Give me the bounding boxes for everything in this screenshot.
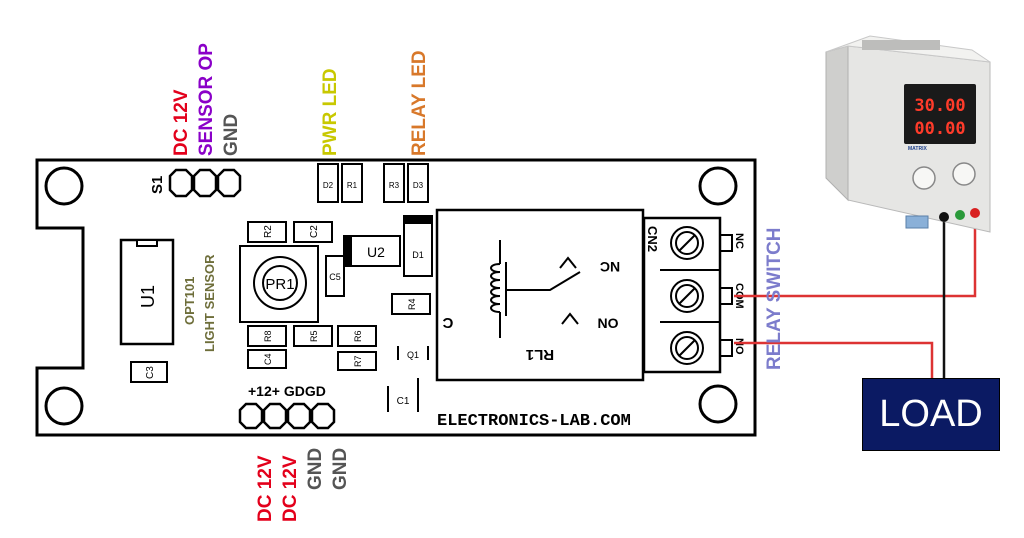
- relay-nc-label: NC: [600, 259, 620, 275]
- pr1-label: PR1: [265, 276, 294, 293]
- c4-outline: [247, 349, 287, 369]
- load-label: LOAD: [879, 393, 983, 435]
- r5-outline: [293, 325, 333, 347]
- psu-brand: MATRIX: [908, 146, 927, 152]
- opt101-label: OPT101: [182, 277, 197, 325]
- r3-outline: [383, 163, 405, 203]
- c3-label: C3: [145, 366, 156, 379]
- bottom-header-pins: [238, 402, 336, 430]
- c1-outline: [387, 378, 419, 412]
- pr1-outline: [239, 245, 319, 323]
- c1-label: C1: [397, 396, 410, 407]
- s1-pin3-label: GND: [221, 114, 242, 156]
- d3-label: D3: [413, 181, 424, 190]
- psu-knob-voltage: [952, 162, 976, 186]
- nc-arrow: [559, 256, 577, 269]
- bottom-pin1-label: DC 12V: [255, 455, 276, 522]
- bottom-pin4-label: GND: [330, 448, 351, 490]
- d2-outline: [317, 163, 339, 203]
- r2-outline: [247, 221, 287, 243]
- load-box: LOAD: [862, 378, 1000, 451]
- bottom-header-label: +12+ GDGD: [248, 383, 326, 399]
- r6-label: R6: [353, 330, 363, 342]
- r3-label: R3: [389, 181, 400, 190]
- s1-label: S1: [149, 176, 166, 194]
- relay-rl1-label: RL1: [526, 346, 554, 363]
- q1-label: Q1: [407, 350, 419, 360]
- relay-coil: [490, 240, 581, 338]
- terminal-nc-label: NC: [733, 233, 745, 249]
- site-label: ELECTRONICS-LAB.COM: [437, 412, 631, 431]
- relay-no-label: NO: [598, 315, 619, 331]
- r5-label: R5: [309, 330, 319, 342]
- r4-outline: [391, 293, 431, 315]
- relay-led-label: RELAY LED: [409, 50, 430, 156]
- r1-outline: [341, 163, 363, 203]
- wire-com-to-psu: [734, 222, 977, 298]
- relay-switch-label: RELAY SWITCH: [764, 227, 785, 370]
- c2-label: C2: [309, 225, 320, 238]
- psu-terminal-black: [939, 212, 949, 222]
- relay-coil-label: C: [442, 314, 453, 331]
- r7-outline: [337, 351, 377, 371]
- psu-display-1: 30.00: [914, 96, 965, 116]
- terminal-screws: [660, 226, 733, 365]
- cn2-label: CN2: [645, 226, 660, 252]
- pwr-led-label: PWR LED: [320, 68, 341, 156]
- light-sensor-label: LIGHT SENSOR: [202, 254, 217, 352]
- bottom-pin3-label: GND: [305, 448, 326, 490]
- c2-outline: [293, 221, 333, 243]
- r4-label: R4: [407, 298, 417, 310]
- wire-no-to-load: [734, 341, 934, 378]
- bottom-pin2-label: DC 12V: [280, 455, 301, 522]
- s1-pin1-label: DC 12V: [171, 89, 192, 156]
- c5-label: C5: [329, 272, 341, 282]
- s1-pin2-label: SENSOR OP: [196, 43, 217, 156]
- pcb-outline: [35, 158, 757, 437]
- mounting-hole-br: [698, 384, 738, 424]
- terminal-no-label: NO: [733, 338, 745, 355]
- r8-label: R8: [263, 330, 273, 342]
- mounting-hole-tl: [44, 166, 84, 206]
- r8-outline: [247, 325, 287, 347]
- psu-terminal-green: [955, 210, 965, 220]
- c3-outline: [130, 361, 168, 383]
- no-arrow: [561, 312, 579, 325]
- mounting-hole-bl: [44, 386, 84, 426]
- u2-label: U2: [367, 244, 385, 260]
- s1-header: [168, 168, 242, 198]
- u1-label: U1: [138, 285, 158, 308]
- r1-label: R1: [347, 181, 358, 190]
- psu-display-2: 00.00: [914, 119, 965, 139]
- d2-label: D2: [323, 181, 334, 190]
- psu-power-switch: [905, 215, 929, 229]
- r7-label: R7: [353, 355, 363, 367]
- psu-terminal-red: [970, 208, 980, 218]
- r6-outline: [337, 325, 377, 347]
- c5-outline: [325, 255, 345, 297]
- c4-label: C4: [263, 353, 273, 365]
- d1-label: D1: [412, 250, 424, 260]
- q1-outline: [397, 346, 429, 360]
- psu-knob-current: [912, 166, 936, 190]
- mounting-hole-tr: [698, 166, 738, 206]
- power-supply: 30.00 00.00 MATRIX: [825, 35, 991, 233]
- d3-outline: [407, 163, 429, 203]
- r2-label: R2: [263, 225, 274, 238]
